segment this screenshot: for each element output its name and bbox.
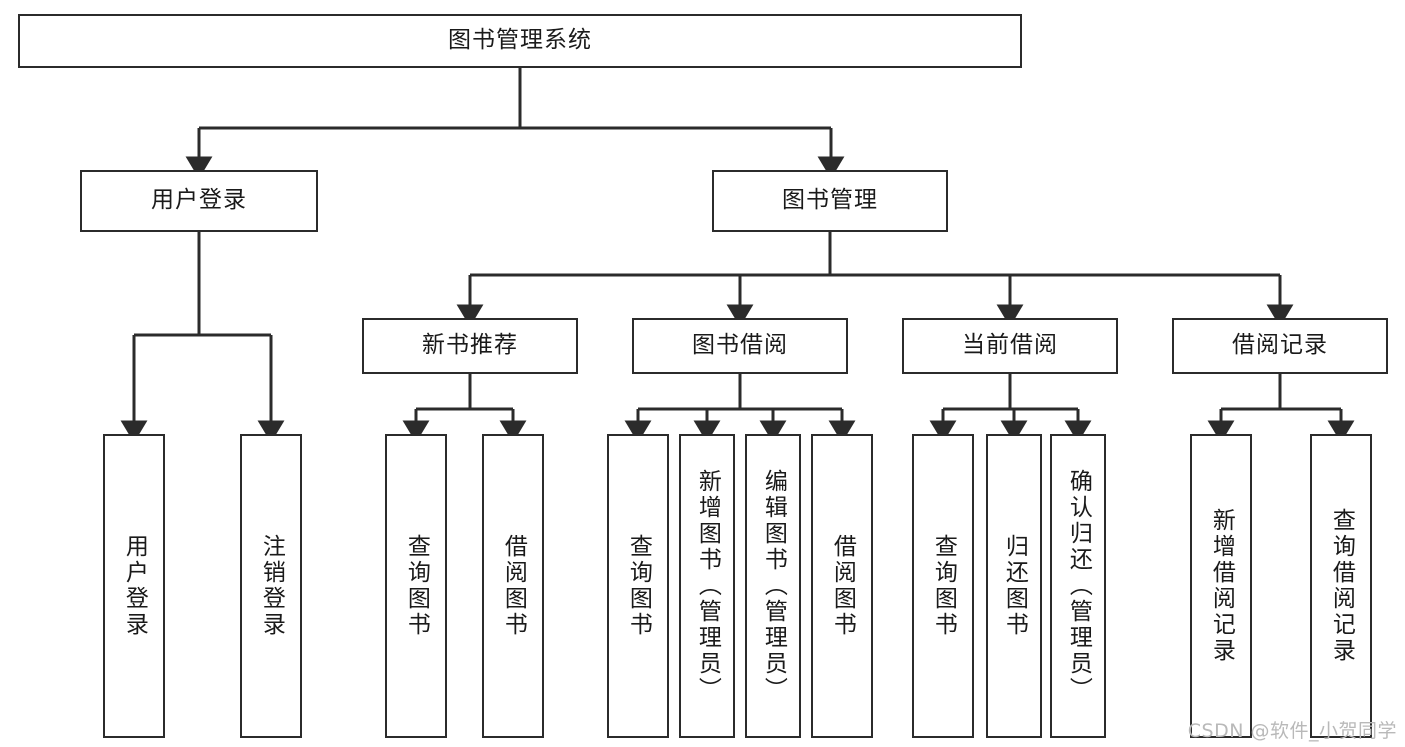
- leaf-borrow-book[interactable]: 借阅图书: [811, 434, 873, 738]
- leaf-return-book-label: 归还图书: [1001, 534, 1028, 638]
- leaf-edit-book-admin[interactable]: 编辑图书（管理员）: [745, 434, 801, 738]
- leaf-confirm-return-admin-label: 确认归还（管理员）: [1065, 469, 1092, 703]
- leaf-confirm-return-admin[interactable]: 确认归还（管理员）: [1050, 434, 1106, 738]
- leaf-borrow-book-recommend[interactable]: 借阅图书: [482, 434, 544, 738]
- leaf-user-login-label: 用户登录: [121, 534, 148, 638]
- node-book-borrow-label: 图书借阅: [692, 332, 788, 359]
- node-root-label: 图书管理系统: [448, 27, 592, 54]
- leaf-add-borrow-record[interactable]: 新增借阅记录: [1190, 434, 1252, 738]
- node-current-borrow[interactable]: 当前借阅: [902, 318, 1118, 374]
- leaf-edit-book-admin-label: 编辑图书（管理员）: [760, 469, 787, 703]
- leaf-query-book-recommend-label: 查询图书: [403, 534, 430, 638]
- leaf-add-book-admin[interactable]: 新增图书（管理员）: [679, 434, 735, 738]
- leaf-return-book[interactable]: 归还图书: [986, 434, 1042, 738]
- node-book-management-label: 图书管理: [782, 187, 878, 214]
- node-book-borrow[interactable]: 图书借阅: [632, 318, 848, 374]
- leaf-query-book-borrow[interactable]: 查询图书: [607, 434, 669, 738]
- leaf-query-borrow-record-label: 查询借阅记录: [1328, 508, 1355, 664]
- node-book-management[interactable]: 图书管理: [712, 170, 948, 232]
- leaf-query-borrow-record[interactable]: 查询借阅记录: [1310, 434, 1372, 738]
- watermark-text: CSDN @软件_小贺同学: [1187, 720, 1397, 742]
- leaf-query-book-current-label: 查询图书: [930, 534, 957, 638]
- leaf-user-logout[interactable]: 注销登录: [240, 434, 302, 738]
- node-user-login[interactable]: 用户登录: [80, 170, 318, 232]
- leaf-query-book-current[interactable]: 查询图书: [912, 434, 974, 738]
- node-current-borrow-label: 当前借阅: [962, 332, 1058, 359]
- leaf-user-login[interactable]: 用户登录: [103, 434, 165, 738]
- node-borrow-record-label: 借阅记录: [1232, 332, 1328, 359]
- node-user-login-label: 用户登录: [151, 187, 247, 214]
- node-new-book-recommend[interactable]: 新书推荐: [362, 318, 578, 374]
- node-borrow-record[interactable]: 借阅记录: [1172, 318, 1388, 374]
- leaf-query-book-borrow-label: 查询图书: [625, 534, 652, 638]
- leaf-borrow-book-recommend-label: 借阅图书: [500, 534, 527, 638]
- leaf-user-logout-label: 注销登录: [258, 534, 285, 638]
- leaf-add-book-admin-label: 新增图书（管理员）: [694, 469, 721, 703]
- leaf-query-book-recommend[interactable]: 查询图书: [385, 434, 447, 738]
- node-root[interactable]: 图书管理系统: [18, 14, 1022, 68]
- leaf-borrow-book-label: 借阅图书: [829, 534, 856, 638]
- node-new-book-recommend-label: 新书推荐: [422, 332, 518, 359]
- leaf-add-borrow-record-label: 新增借阅记录: [1208, 508, 1235, 664]
